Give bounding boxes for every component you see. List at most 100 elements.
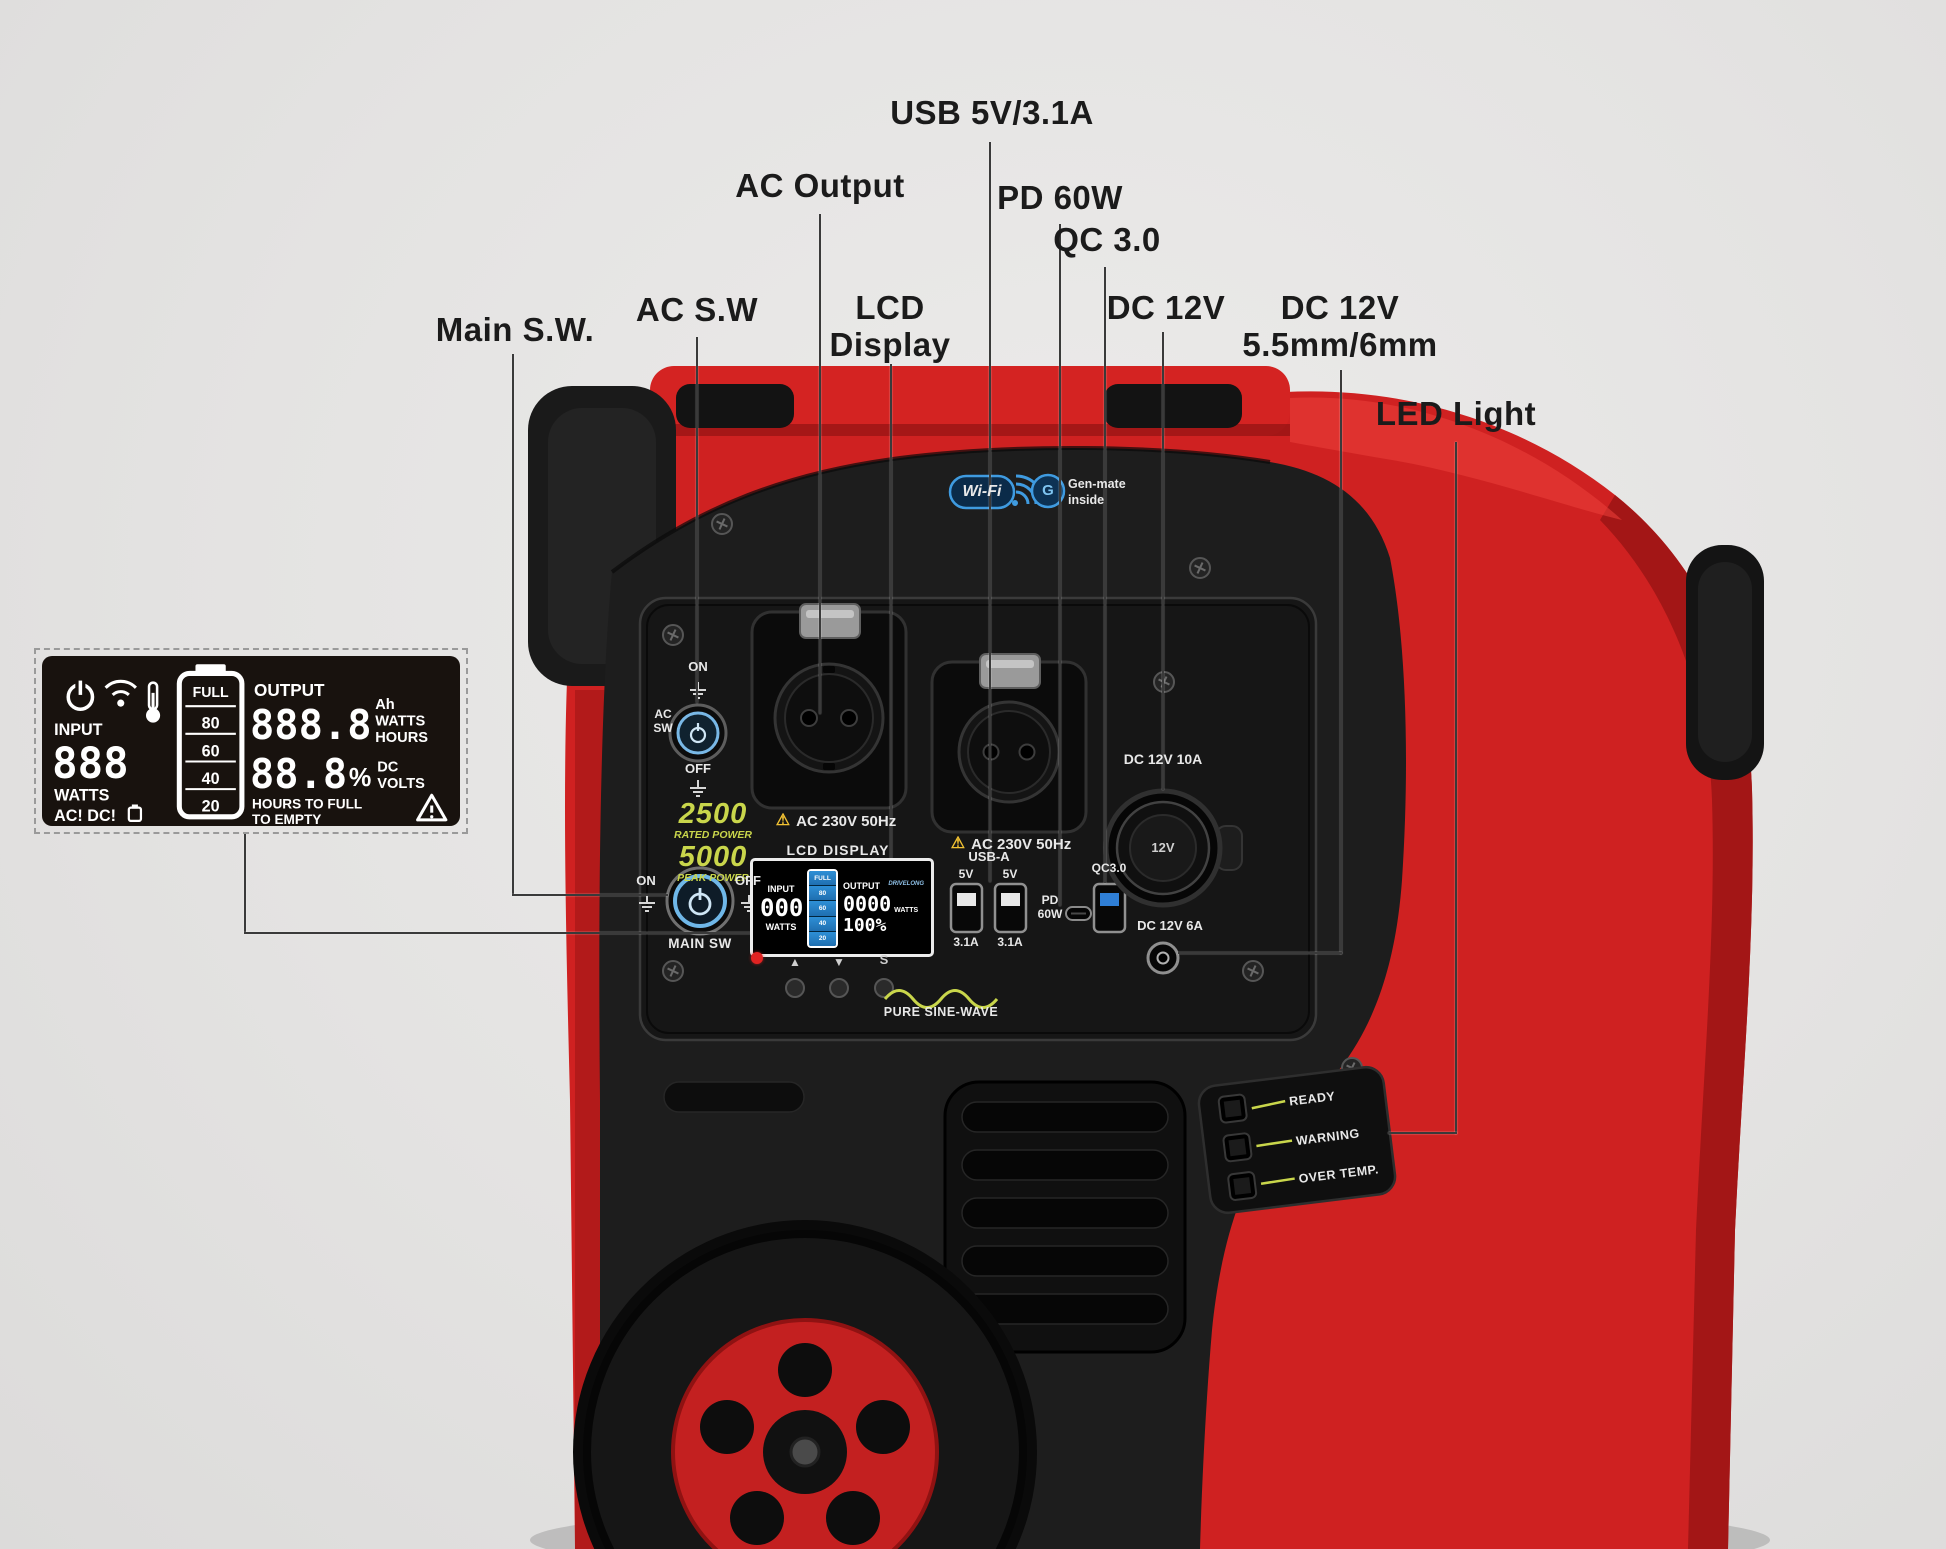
genmate-label: Gen-mate inside [1068, 477, 1126, 507]
battery-gauge: FULL 80 60 40 20 [176, 664, 245, 820]
inset-input-label: INPUT [54, 721, 103, 739]
line-ac-sw [696, 337, 698, 703]
line-led-h [1388, 1132, 1457, 1134]
outlet1-label: ⚠ AC 230V 50Hz [775, 812, 897, 830]
peak-power-label: PEAK POWER [677, 872, 749, 884]
inset-percent-value: 88.8 [250, 750, 347, 798]
usb-5v-1: 5V [958, 867, 974, 881]
lcd-input-value: 000 [760, 893, 804, 922]
callout-led-light: LED Light [1375, 395, 1537, 432]
lcd-input-label: INPUT [767, 883, 795, 894]
usb-a-port-2 [993, 882, 1028, 934]
dc-socket-center-label: 12V [1151, 840, 1175, 855]
led-ready-label: READY [1288, 1089, 1336, 1109]
inset-output-value: 888.8 [250, 701, 372, 749]
main-sw-button [665, 866, 735, 936]
wifi-label: Wi-Fi [962, 483, 1002, 500]
thermometer-icon [145, 681, 161, 723]
line-dc12v55-v [1340, 370, 1342, 954]
inset-percent-sign: % [349, 764, 371, 792]
line-qc [1104, 267, 1106, 883]
dc-6a-port [1146, 941, 1180, 975]
inset-hours-to-full: HOURS TO FULL [252, 797, 362, 812]
outlet2-label: ⚠ AC 230V 50Hz [950, 835, 1072, 853]
handle-grip-left [676, 384, 794, 428]
handle-grip-right [1104, 384, 1242, 428]
warning-icon: ⚠ [775, 812, 791, 829]
panel-screw [662, 960, 684, 982]
peak-power-value: 5000 [678, 841, 748, 873]
line-inset-v [244, 833, 246, 934]
svg-text:40: 40 [202, 770, 220, 788]
main-sw-label: MAIN SW [668, 936, 732, 951]
line-lcd [890, 364, 892, 868]
lcd-detail-inset: FULL 80 60 40 20 INPUT 888 WATTS AC! DC!… [34, 648, 468, 834]
lcd-watts-label: WATTS [765, 921, 797, 932]
dc-12v-socket [1103, 788, 1243, 908]
main-off-label: OFF [735, 873, 761, 888]
main-on-label: ON [636, 873, 656, 888]
callout-dc-12v: DC 12V [1106, 289, 1226, 326]
lcd-up-button-label: ▲ [789, 955, 801, 969]
inset-ac-dc-label: AC! DC! [54, 807, 116, 825]
lcd-output-value: 0000 [843, 891, 892, 916]
lcd-battery-gauge: FULL 80 60 40 20 [807, 869, 838, 948]
lcd-brand: DRIVELONG [888, 880, 924, 887]
qc-port-label: QC3.0 [1091, 861, 1127, 875]
dc-barrel-label: DC 12V 6A [1137, 918, 1203, 933]
inset-output-label: OUTPUT [254, 680, 325, 700]
svg-text:20: 20 [202, 798, 220, 816]
svg-text:60: 60 [202, 742, 220, 760]
power-indicator-dot [751, 952, 763, 964]
led-indicator-module: READY WARNING OVER TEMP. [1197, 1065, 1397, 1215]
lcd-percent: 100% [843, 914, 887, 936]
line-dc12v55-h [1178, 952, 1342, 954]
warning-triangle-icon [416, 793, 448, 822]
callout-qc: QC 3.0 [1053, 221, 1161, 258]
line-pd [1059, 224, 1061, 906]
pd-port-label: PD 60W [1037, 893, 1063, 921]
line-dc12v [1162, 332, 1164, 790]
callout-ac-output: AC Output [735, 167, 905, 204]
sine-wave-icon [883, 989, 999, 1009]
inset-watts-label: WATTS [54, 786, 109, 804]
inset-unit-watts: WATTS [375, 714, 425, 730]
genmate-logo [1030, 473, 1066, 509]
body-screw [711, 513, 733, 535]
callout-dc-12v-55mm: DC 12V 5.5mm/6mm [1242, 289, 1438, 363]
line-ac-output [819, 214, 821, 714]
callout-pd: PD 60W [997, 179, 1123, 216]
inset-volts-label: VOLTS [377, 776, 425, 792]
inset-unit-ah: Ah [375, 697, 395, 713]
callout-usb: USB 5V/3.1A [890, 94, 1094, 131]
lcd-watts2-label: WATTS [894, 906, 919, 914]
usb-title: USB-A [968, 849, 1010, 864]
usb-c-pd-port [1065, 906, 1092, 921]
panel-screw [1153, 671, 1175, 693]
ac-outlet-1 [750, 603, 908, 810]
lcd-output-label: OUTPUT [843, 880, 880, 891]
line-led-v [1455, 442, 1457, 1134]
genmate-g: G [1042, 482, 1054, 499]
inset-unit-hours: HOURS [375, 730, 428, 746]
wifi-icon [104, 679, 137, 707]
lcd-button-select [874, 978, 894, 998]
ac-sw-on-label: ON [688, 659, 708, 674]
usb-qc-port [1092, 882, 1127, 934]
lcd-display-title: LCD DISPLAY [786, 842, 890, 858]
line-inset-h [244, 932, 753, 934]
svg-text:80: 80 [202, 715, 220, 733]
callout-lcd-display: LCD Display [829, 289, 951, 363]
body-screw [1189, 557, 1211, 579]
ac-outlet-2 [930, 653, 1088, 834]
small-battery-icon [127, 804, 143, 823]
usb-31a-2: 3.1A [997, 935, 1023, 949]
ac-sw-off-label: OFF [685, 761, 711, 776]
wheel [573, 1220, 1037, 1549]
lcd-button-down [829, 978, 849, 998]
warning-icon: ⚠ [950, 835, 966, 852]
lcd-select-button-label: S [879, 952, 889, 967]
rated-power-value: 2500 [678, 798, 748, 830]
vent-grille [943, 1080, 1187, 1354]
